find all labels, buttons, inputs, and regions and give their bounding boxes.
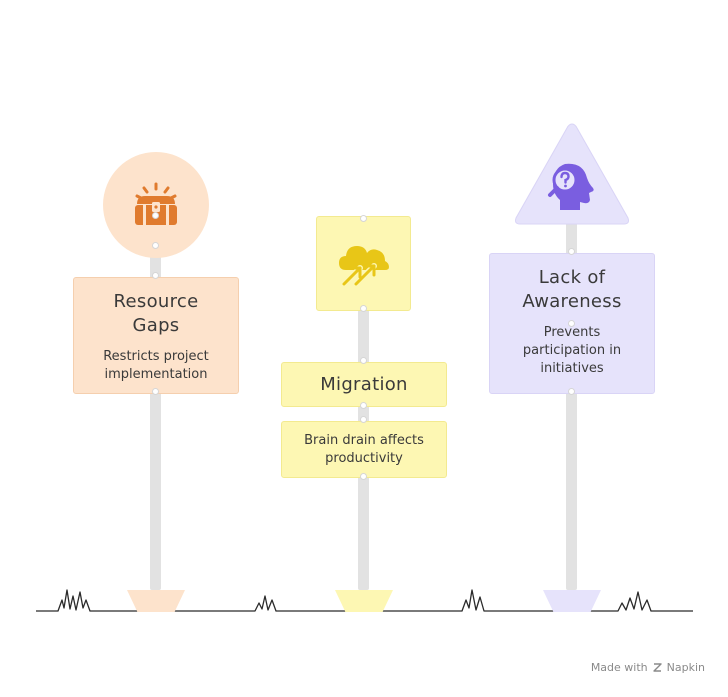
sign-base	[127, 590, 185, 612]
napkin-logo-icon	[652, 663, 662, 672]
sign-base	[543, 590, 601, 612]
footer-made-with: Made with	[590, 661, 648, 674]
sign-title: Resource Gaps	[113, 291, 199, 336]
sign-pole	[566, 220, 577, 590]
sign-title-panel: Migration	[281, 362, 447, 407]
sign-title: Lack of Awareness	[522, 267, 622, 312]
bolt	[568, 248, 575, 255]
sign-title: Migration	[320, 374, 408, 395]
footer-credit: Made with Napkin	[591, 661, 705, 674]
bolt	[360, 357, 367, 364]
bolt	[152, 242, 159, 249]
sign-panel: Resource Gaps Restricts project implemen…	[73, 277, 239, 394]
bolt	[568, 388, 575, 395]
bolt	[360, 416, 367, 423]
sign-description: Restricts project implementation	[103, 349, 209, 382]
sign-base	[335, 590, 393, 612]
bolt	[360, 215, 367, 222]
sign-description: Brain drain affects productivity	[304, 433, 424, 466]
head-question-icon	[548, 163, 594, 210]
bolt	[152, 388, 159, 395]
bolt	[152, 212, 159, 219]
cloud-arrows-icon	[339, 246, 389, 287]
bolt	[360, 473, 367, 480]
bolt	[568, 320, 575, 327]
bolt	[360, 402, 367, 409]
treasure-chest-icon	[135, 182, 177, 225]
bolt	[360, 305, 367, 312]
sign-pole	[150, 250, 161, 590]
sign-description-panel: Brain drain affects productivity	[281, 421, 447, 478]
sign-description: Prevents participation in initiatives	[522, 325, 622, 376]
bolt	[152, 272, 159, 279]
footer-brand: Napkin	[666, 661, 705, 674]
